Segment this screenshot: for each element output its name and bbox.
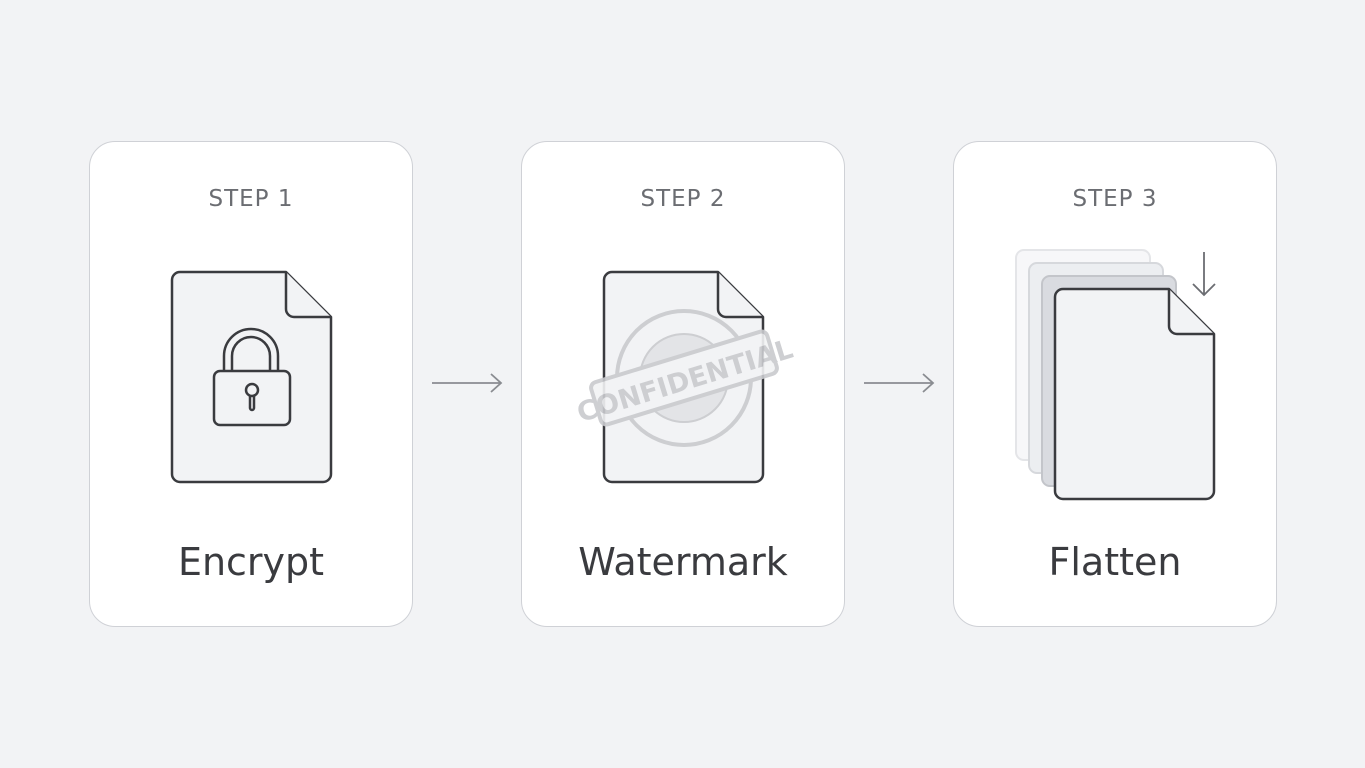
step-title: Encrypt: [177, 540, 325, 584]
step-title: Watermark: [578, 540, 788, 584]
flattened-pages-icon: [1015, 249, 1216, 501]
step-card-watermark: STEP 2 CONFIDENTIAL Watermark: [521, 141, 845, 627]
locked-document-icon: [170, 270, 333, 484]
step-card-encrypt: STEP 1 Encrypt: [89, 141, 413, 627]
step-title: Flatten: [1048, 540, 1182, 584]
step-label: STEP 1: [208, 186, 294, 212]
arrow-right-icon: [864, 373, 935, 393]
watermarked-document-icon: CONFIDENTIAL: [573, 270, 797, 484]
step-label: STEP 3: [1072, 186, 1158, 212]
step-card-flatten: STEP 3 Flatten: [953, 141, 1277, 627]
arrow-down-icon: [1192, 252, 1216, 297]
arrow-right-icon: [432, 373, 503, 393]
step-label: STEP 2: [640, 186, 726, 212]
